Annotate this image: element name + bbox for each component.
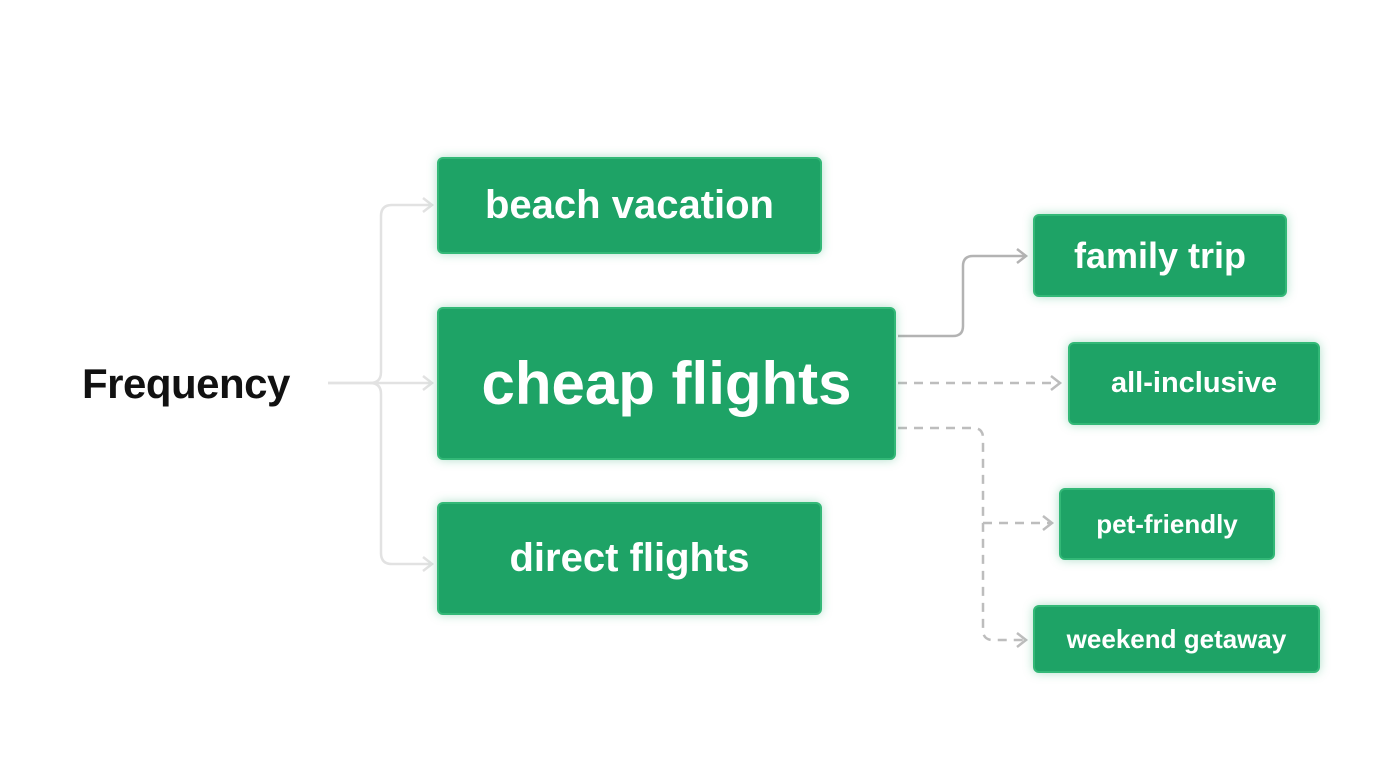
node-direct-flights[interactable]: direct flights	[437, 502, 822, 615]
node-label: all-inclusive	[1110, 367, 1277, 399]
node-weekend-getaway[interactable]: weekend getaway	[1033, 605, 1320, 673]
arrowhead-icon	[1016, 632, 1029, 648]
node-label: beach vacation	[484, 183, 774, 227]
node-label: pet-friendly	[1096, 508, 1238, 539]
node-all-inclusive[interactable]: all-inclusive	[1068, 342, 1320, 425]
edge-frequency-direct	[369, 381, 432, 566]
node-label: weekend getaway	[1066, 623, 1287, 654]
root-node-frequency: Frequency	[82, 360, 290, 407]
arrowhead-icon	[422, 556, 435, 572]
node-pet-friendly[interactable]: pet-friendly	[1059, 488, 1275, 560]
edge-cheap-family	[898, 254, 1026, 338]
arrowhead-icon	[1016, 248, 1029, 264]
node-family-trip[interactable]: family trip	[1033, 214, 1287, 297]
edge-cheap-branch	[898, 426, 1026, 642]
arrowhead-icon	[422, 375, 435, 391]
arrowhead-icon	[422, 197, 435, 213]
node-beach-vacation[interactable]: beach vacation	[437, 157, 822, 254]
arrowhead-icon	[1050, 375, 1063, 391]
node-label: direct flights	[509, 536, 750, 580]
node-label: cheap flights	[481, 350, 852, 417]
node-cheap-flights[interactable]: cheap flights	[437, 307, 896, 460]
edge-frequency-beach	[328, 203, 432, 385]
arrowhead-icon	[1042, 515, 1055, 531]
node-label: family trip	[1073, 234, 1247, 276]
